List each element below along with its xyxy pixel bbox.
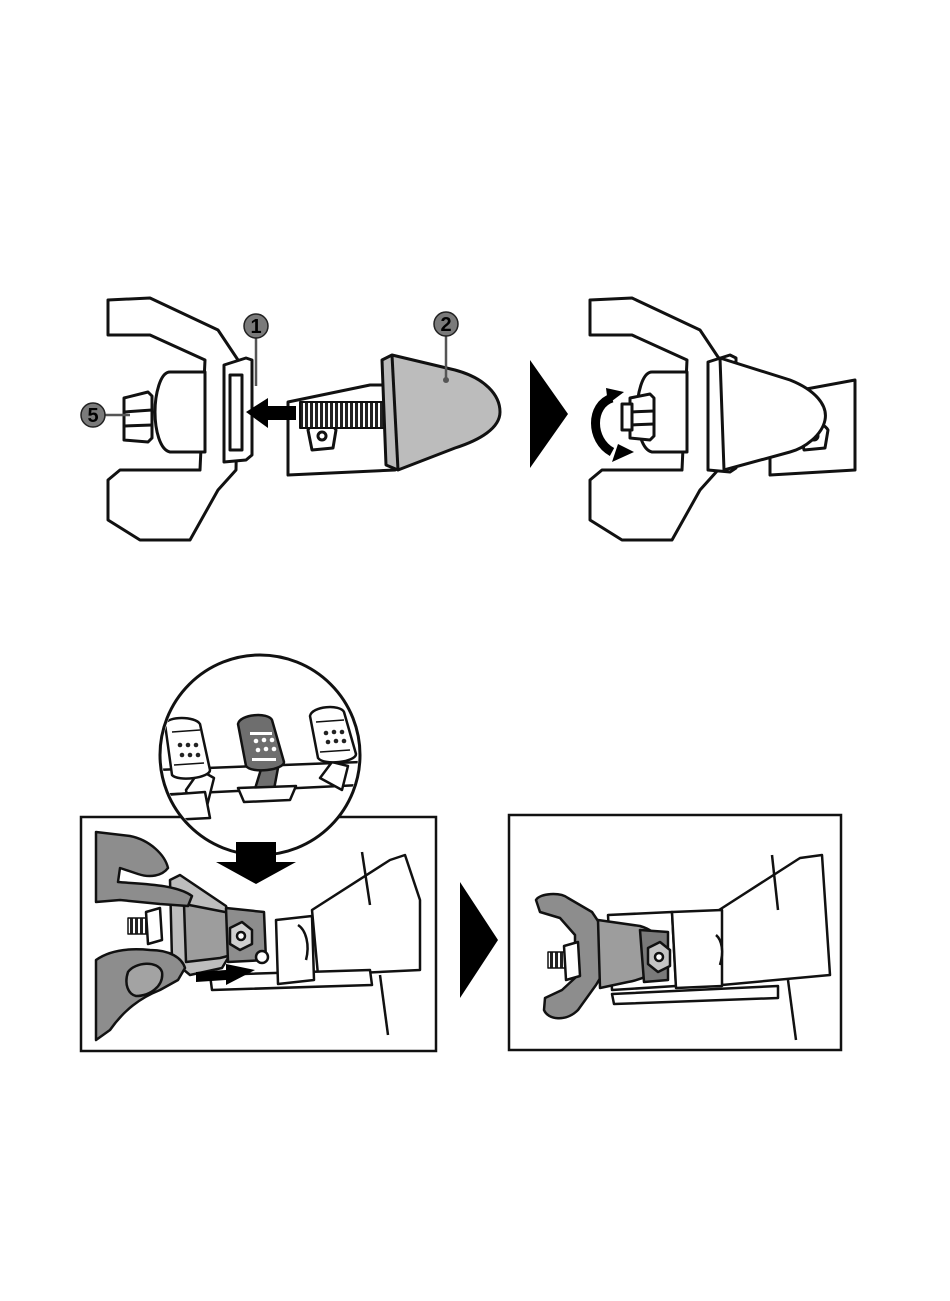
callout-1-label: 1 xyxy=(250,316,261,338)
callout-2-label: 2 xyxy=(440,314,451,336)
pedal-mount-block xyxy=(288,385,395,475)
callout-5-label: 5 xyxy=(87,405,98,427)
cone-part-2 xyxy=(382,355,500,470)
step1-assembled-view xyxy=(590,298,855,540)
triangle-right-step2-icon xyxy=(460,882,498,998)
nut-part-5 xyxy=(124,392,152,442)
threaded-rod xyxy=(300,402,385,428)
triangle-right-icon xyxy=(530,360,568,468)
